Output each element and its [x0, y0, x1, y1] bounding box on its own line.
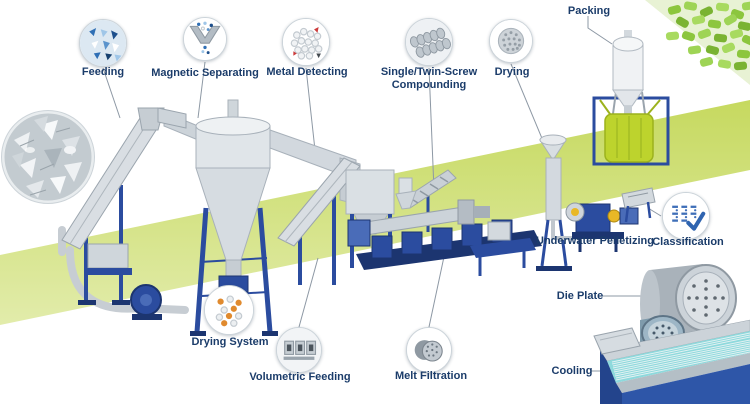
callout-label: Single/Twin-Screw Compounding — [380, 66, 478, 91]
magnetic-separator — [157, 107, 199, 141]
feeding-conveyor — [61, 107, 165, 305]
vertical-dryer — [536, 134, 580, 271]
classifier-sieve — [621, 187, 656, 223]
callout-label: Classification — [652, 236, 724, 248]
pellets-with-metal-icon — [283, 19, 329, 65]
magnetic-chute-icon — [184, 18, 226, 60]
cooling-label: Cooling — [551, 365, 593, 377]
plastic-flakes-photo — [1, 110, 95, 204]
callout-classification — [662, 192, 710, 240]
callout-label: Metal Detecting — [266, 66, 348, 78]
sieve-check-icon — [663, 193, 709, 239]
callout-label: Magnetic Separating — [151, 67, 259, 79]
twin-screw-icon — [406, 19, 452, 65]
callout-melt-filtration — [406, 327, 452, 373]
underwater-pelletizing-label: Underwater Pelletizing — [536, 235, 654, 247]
packing-station — [592, 30, 670, 166]
packing-label: Packing — [567, 5, 611, 17]
filter-discs-icon — [407, 328, 451, 372]
pellets-hot-icon — [205, 286, 253, 334]
callout-compounding — [405, 18, 453, 66]
callout-feeding — [79, 19, 127, 67]
cooling-tank-photo — [593, 319, 750, 404]
second-conveyor — [277, 157, 361, 285]
callout-label: Drying — [494, 66, 530, 78]
die-plate-label: Die Plate — [556, 290, 604, 302]
plastic-flakes-icon — [80, 20, 126, 66]
callout-label: Feeding — [81, 66, 125, 78]
underwater-pelletizer — [565, 202, 639, 252]
callout-magnetic-separating — [183, 17, 227, 61]
callout-label: Volumetric Feeding — [249, 371, 351, 383]
callout-metal-detecting — [282, 18, 330, 66]
callout-drying-system — [204, 285, 254, 335]
feeder-hoppers-icon — [277, 328, 321, 372]
downstream-table — [470, 221, 536, 276]
callout-volumetric-feeding — [276, 327, 322, 373]
pellet-cluster-icon — [490, 20, 532, 62]
callout-label: Drying System — [191, 336, 269, 348]
callout-drying — [489, 19, 533, 63]
green-pellets-decor — [645, 0, 750, 85]
callout-label: Melt Filtration — [394, 370, 468, 382]
